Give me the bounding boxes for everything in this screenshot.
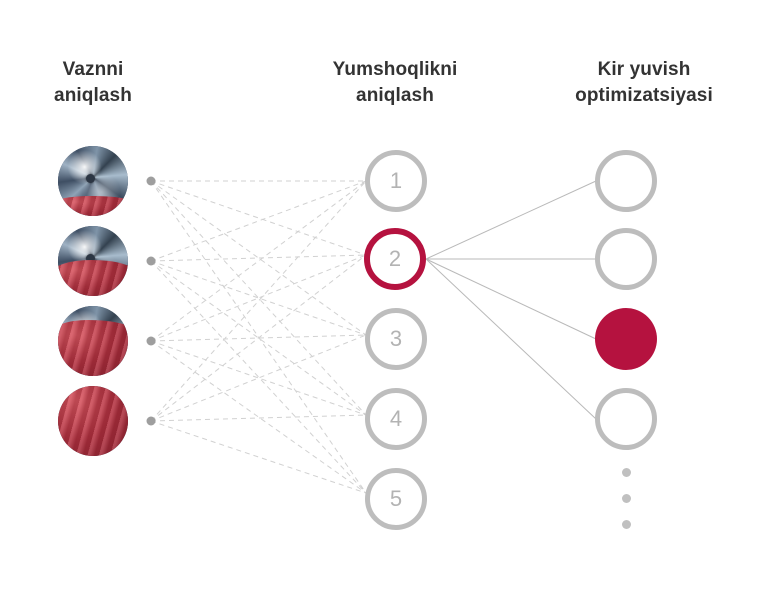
output-node-2[interactable] [595,228,657,290]
hidden-node-3[interactable]: 3 [365,308,427,370]
laundry-fabric-icon [58,259,128,296]
drum-hole-icon [86,254,96,263]
laundry-fabric-icon [58,196,128,216]
hidden-node-2[interactable]: 2 [364,228,426,290]
drum-hole-icon [86,174,96,183]
column-title-hidden: Yumshoqlikni aniqlash [332,59,458,106]
laundry-fabric-icon [58,386,128,456]
input-connector-dots [146,176,156,426]
output-node-1[interactable] [595,150,657,212]
column-title-input: Vaznni aniqlash [54,59,132,106]
hidden-node-1[interactable]: 1 [365,150,427,212]
hidden-node-4[interactable]: 4 [365,388,427,450]
output-node-3[interactable] [595,308,657,370]
output-ellipsis-dot-1 [622,468,631,477]
input-thumbnail-3[interactable] [58,306,128,376]
output-ellipsis-dot-2 [622,494,631,503]
input-thumbnail-4[interactable] [58,386,128,456]
input-thumbnail-2[interactable] [58,226,128,296]
output-node-4[interactable] [595,388,657,450]
input-thumbnail-1[interactable] [58,146,128,216]
hidden-node-5[interactable]: 5 [365,468,427,530]
input-to-hidden-edges [150,180,367,494]
laundry-fabric-icon [58,320,128,376]
column-title-output: Kir yuvish optimizatsiyasi [575,59,713,106]
output-ellipsis-dot-3 [622,520,631,529]
hidden-to-output-edges [425,180,597,420]
